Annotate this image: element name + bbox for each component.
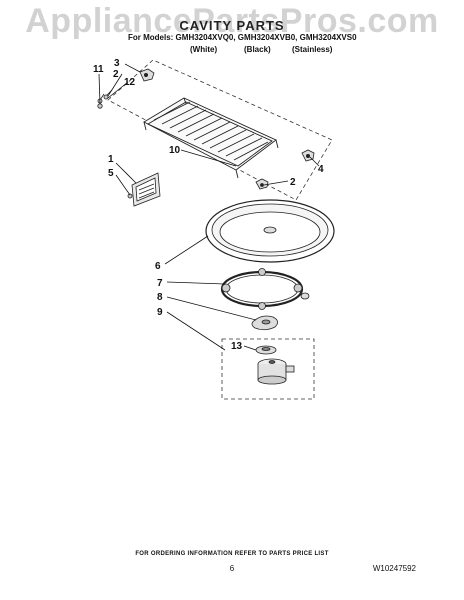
callout-1: 1 xyxy=(108,154,114,165)
roller-ring xyxy=(220,268,310,310)
page-title: CAVITY PARTS xyxy=(179,18,285,33)
screw-11 xyxy=(97,103,103,109)
callout-9: 9 xyxy=(157,307,163,318)
callout-3: 3 xyxy=(114,58,120,69)
variant-black: (Black) xyxy=(244,45,271,54)
page-number: 6 xyxy=(229,564,235,573)
callout-12: 12 xyxy=(124,77,136,88)
ordering-note: FOR ORDERING INFORMATION REFER TO PARTS … xyxy=(135,551,329,557)
turntable-motor xyxy=(257,358,295,385)
variant-stainless: (Stainless) xyxy=(292,45,333,54)
oven-rack xyxy=(143,97,279,179)
document-number: W10247592 xyxy=(372,564,416,573)
screw-2-top xyxy=(97,93,105,104)
callout-8: 8 xyxy=(157,292,163,303)
callout-7: 7 xyxy=(157,278,163,289)
variant-white: (White) xyxy=(190,45,218,54)
callout-13: 13 xyxy=(231,341,243,352)
turntable-coupler xyxy=(251,315,278,331)
callout-leaders xyxy=(98,63,320,351)
drive-cover xyxy=(255,345,277,355)
callout-2-top: 2 xyxy=(113,69,119,80)
rack-support-top xyxy=(139,68,155,82)
turntable-tray xyxy=(205,199,335,263)
callout-5: 5 xyxy=(108,168,114,179)
callout-11: 11 xyxy=(93,64,104,75)
callout-labels: 3 11 2 12 10 4 2 1 5 6 7 8 9 13 xyxy=(93,58,324,352)
waveguide-cover xyxy=(127,172,161,207)
callout-4: 4 xyxy=(318,164,324,175)
callout-6: 6 xyxy=(155,261,161,272)
motor-group-dashed-box xyxy=(221,338,315,400)
models-line: For Models: GMH3204XVQ0, GMH3204XVB0, GM… xyxy=(128,33,357,42)
callout-2-bottom: 2 xyxy=(290,177,296,188)
callout-10: 10 xyxy=(169,145,181,156)
rack-support-bottom xyxy=(255,178,269,190)
